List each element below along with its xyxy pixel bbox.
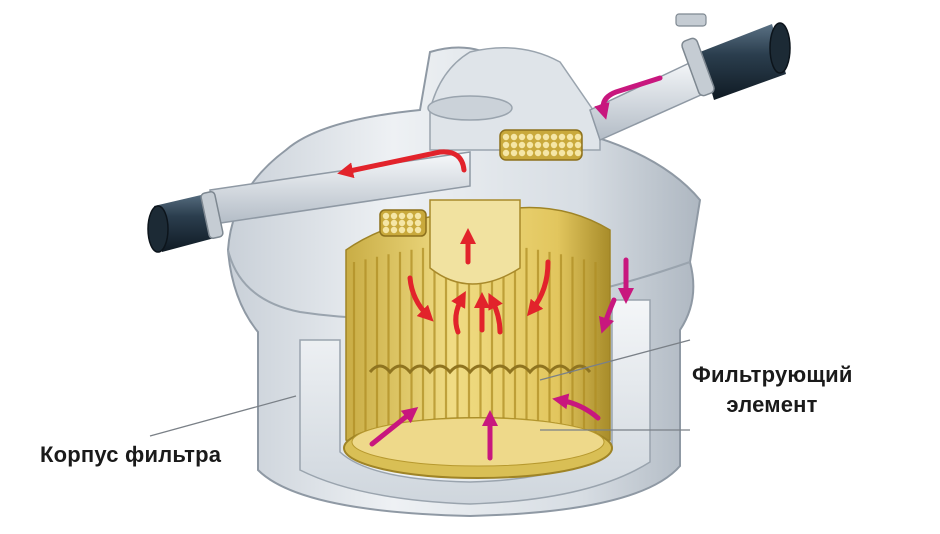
filter-element-label: Фильтрующий элемент <box>692 360 852 420</box>
seal-ring <box>510 133 518 141</box>
seal-ring <box>574 141 582 149</box>
seal-ring <box>406 212 414 220</box>
housing-label: Корпус фильтра <box>40 442 222 467</box>
seal-ring <box>526 141 534 149</box>
seal-ring <box>390 219 398 227</box>
seal-ring <box>558 141 566 149</box>
seal-ring <box>550 133 558 141</box>
seal-ring <box>398 212 406 220</box>
left-hose <box>147 191 224 253</box>
seal-ring <box>502 133 510 141</box>
seal-ring <box>542 133 550 141</box>
seal-ring <box>574 149 582 157</box>
seal-ring <box>534 133 542 141</box>
seal-ring <box>566 141 574 149</box>
seal-ring <box>574 133 582 141</box>
seal-ring <box>398 219 406 227</box>
seal-ring <box>406 219 414 227</box>
filter-element <box>343 129 613 479</box>
flow-arrows-dirty <box>369 75 663 461</box>
seal-ring <box>558 149 566 157</box>
seal-ring <box>518 149 526 157</box>
seal-ring <box>526 133 534 141</box>
seal-ring <box>518 141 526 149</box>
seal-ring <box>518 133 526 141</box>
seal-ring <box>542 149 550 157</box>
seal-ring <box>406 226 414 234</box>
seal-ring <box>510 141 518 149</box>
seal-ring <box>398 226 406 234</box>
seal-ring <box>414 226 422 234</box>
seal-ring <box>390 226 398 234</box>
flow-arrows-clean <box>337 149 551 335</box>
seal-ring <box>534 141 542 149</box>
seal-ring <box>502 149 510 157</box>
seal-ring <box>382 226 390 234</box>
seal-ring <box>558 133 566 141</box>
seal-ring <box>414 219 422 227</box>
seal-ring <box>414 212 422 220</box>
seal-ring <box>550 149 558 157</box>
seal-ring <box>382 212 390 220</box>
filter-element-label-line1: Фильтрующий <box>692 362 853 387</box>
seal-ring <box>566 149 574 157</box>
leader-lines <box>149 339 691 437</box>
seal-ring <box>566 133 574 141</box>
seal-ring <box>542 141 550 149</box>
seal-ring <box>550 141 558 149</box>
seal-ring <box>502 141 510 149</box>
seal-ring <box>382 219 390 227</box>
seal-ring <box>526 149 534 157</box>
seal-ring <box>510 149 518 157</box>
filter-element-label-line2: элемент <box>726 392 818 417</box>
seal-ring <box>534 149 542 157</box>
right-hose <box>675 13 791 100</box>
seal-ring <box>390 212 398 220</box>
